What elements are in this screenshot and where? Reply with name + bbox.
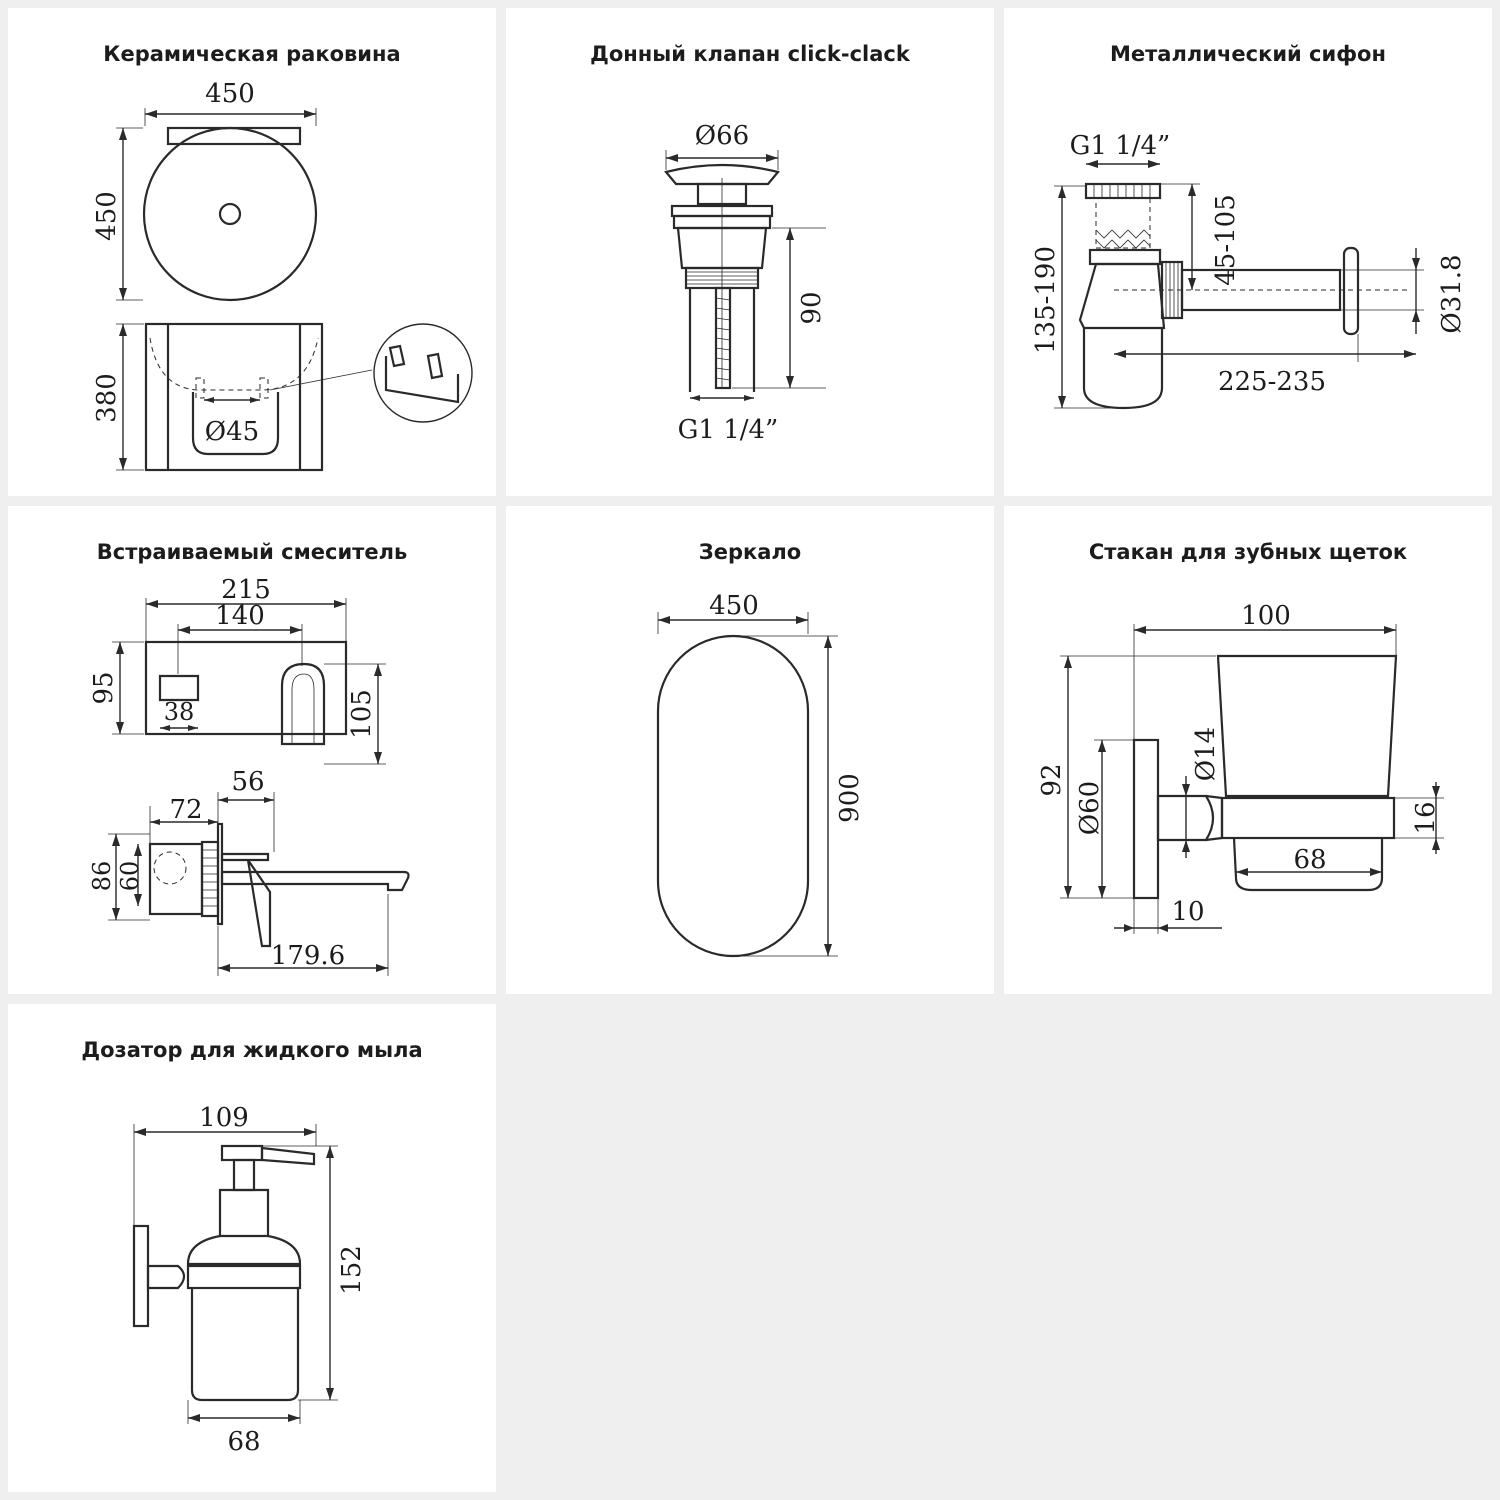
valve-body — [676, 226, 768, 270]
mixer-lever-side — [220, 852, 270, 862]
tumbler-ring — [1220, 796, 1396, 840]
dim-height: 380 — [92, 373, 122, 423]
dispenser-nozzle — [260, 1146, 316, 1166]
callout-clips — [388, 344, 444, 380]
dim-thread: G1 1/4” — [1070, 131, 1171, 161]
valve-cap — [664, 163, 780, 186]
tumbler-glass-bottom — [1232, 837, 1384, 892]
dispenser-ring — [186, 1264, 302, 1290]
siphon-top-nut — [1084, 182, 1162, 200]
dim-drain: Ø45 — [205, 417, 259, 447]
dim-height: 92 — [1037, 763, 1067, 796]
dim-lever-height: 105 — [347, 689, 377, 739]
dim-height-outer: 86 — [88, 861, 116, 892]
panel-sink: Керамическая раковина 450 450 Ø45 — [8, 8, 496, 496]
mirror-drawing: 450 900 — [656, 591, 865, 958]
dim-plate-depth: 56 — [231, 767, 264, 797]
sink-hidden-bowl — [149, 337, 319, 391]
sink-drain-hole — [218, 202, 242, 226]
mixer-thread-side — [200, 840, 220, 918]
dim-width: 450 — [709, 591, 759, 621]
panel-title: Дозатор для жидкого мыла — [81, 1038, 423, 1062]
panel-title: Керамическая раковина — [103, 42, 401, 66]
tumbler-glass — [1216, 654, 1398, 798]
panel-siphon: Металлический сифон G1 1/4” 135-190 — [1004, 8, 1492, 496]
dim-rod-diameter: Ø14 — [1191, 727, 1221, 781]
sink-drain-body — [191, 392, 280, 456]
mixer-spout-side — [220, 870, 410, 892]
sink-bowl-top-view — [142, 126, 318, 302]
panel-title: Стакан для зубных щеток — [1088, 540, 1408, 564]
sink-drawing: 450 450 Ø45 380 — [92, 79, 473, 472]
dim-width-top: 450 — [205, 79, 255, 109]
dim-bottle-width: 68 — [227, 1427, 260, 1457]
mirror-outline — [656, 634, 810, 958]
panel-title: Зеркало — [698, 540, 802, 564]
dispenser-wall-base — [132, 1224, 150, 1328]
panel-mirror: Зеркало 450 900 — [506, 506, 994, 994]
mixer-drawing: 215 140 38 95 105 — [88, 575, 410, 976]
tumbler-wall-base — [1132, 738, 1160, 900]
dim-adjust-range: 45-105 — [1211, 194, 1241, 286]
dim-thread: G1 1/4” — [678, 415, 779, 445]
dim-spacing: 140 — [215, 601, 265, 631]
callout-detail-part — [384, 356, 460, 404]
dim-width: 100 — [1241, 601, 1291, 631]
siphon-bottle — [1082, 328, 1164, 410]
panel-title: Донный клапан click-clack — [590, 42, 910, 66]
dim-height-range: 135-190 — [1031, 246, 1061, 354]
dim-height: 90 — [797, 291, 827, 324]
mixer-wall-plate — [144, 640, 348, 736]
sink-top-rim — [166, 126, 302, 146]
dim-width: 109 — [199, 1103, 249, 1133]
dispenser-shoulder — [186, 1234, 302, 1266]
dispenser-drawing: 109 152 68 — [132, 1103, 367, 1457]
dim-plate-height: 95 — [89, 671, 119, 704]
sink-inner-walls — [166, 324, 302, 470]
panel-title: Металлический сифон — [1110, 42, 1386, 66]
dim-rod-offset: 10 — [1171, 897, 1204, 927]
dim-ring-height: 16 — [1411, 801, 1441, 834]
dim-handle: 38 — [164, 698, 195, 726]
dim-spout: 179.6 — [271, 941, 345, 971]
mixer-handle-front — [158, 674, 200, 702]
dispenser-cap — [218, 1188, 270, 1238]
dispenser-pump-head — [220, 1144, 264, 1162]
dim-height-inner: 60 — [116, 861, 144, 892]
dim-pipe-diameter: Ø31.8 — [1437, 254, 1467, 333]
dispenser-rod — [146, 1264, 186, 1290]
callout-detail-circle — [373, 323, 473, 423]
dim-height: 152 — [337, 1245, 367, 1295]
dim-base-diameter: Ø60 — [1075, 781, 1105, 835]
dim-width: 215 — [221, 575, 271, 605]
mixer-lever-front — [280, 662, 326, 746]
dim-diameter: Ø66 — [695, 121, 749, 151]
dim-length-range: 225-235 — [1218, 367, 1326, 397]
dim-height: 900 — [835, 773, 865, 823]
siphon-wall-flange — [1342, 246, 1360, 336]
siphon-body — [1078, 262, 1166, 330]
panel-title: Встраиваемый смеситель — [96, 540, 408, 564]
panel-mixer: Встраиваемый смеситель 215 140 38 95 — [8, 506, 496, 994]
panel-tumbler: Стакан для зубных щеток 100 92 Ø60 Ø — [1004, 506, 1492, 994]
valve-drawing: Ø66 90 G1 1/4” — [664, 121, 827, 445]
sink-side-body — [144, 322, 324, 472]
panel-valve: Донный клапан click-clack Ø66 90 G1 1/4” — [506, 8, 994, 496]
siphon-drawing: G1 1/4” 135-190 45-105 — [1031, 131, 1467, 410]
panel-dispenser: Дозатор для жидкого мыла 109 152 68 — [8, 1004, 496, 1492]
callout-leader — [269, 369, 373, 391]
dim-body-depth: 72 — [169, 795, 202, 825]
tumbler-drawing: 100 92 Ø60 Ø14 16 — [1037, 601, 1444, 934]
dim-glass-diameter: 68 — [1293, 845, 1326, 875]
siphon-mid-nut — [1088, 248, 1162, 266]
dispenser-bottle — [190, 1288, 300, 1402]
dim-depth: 450 — [92, 191, 122, 241]
